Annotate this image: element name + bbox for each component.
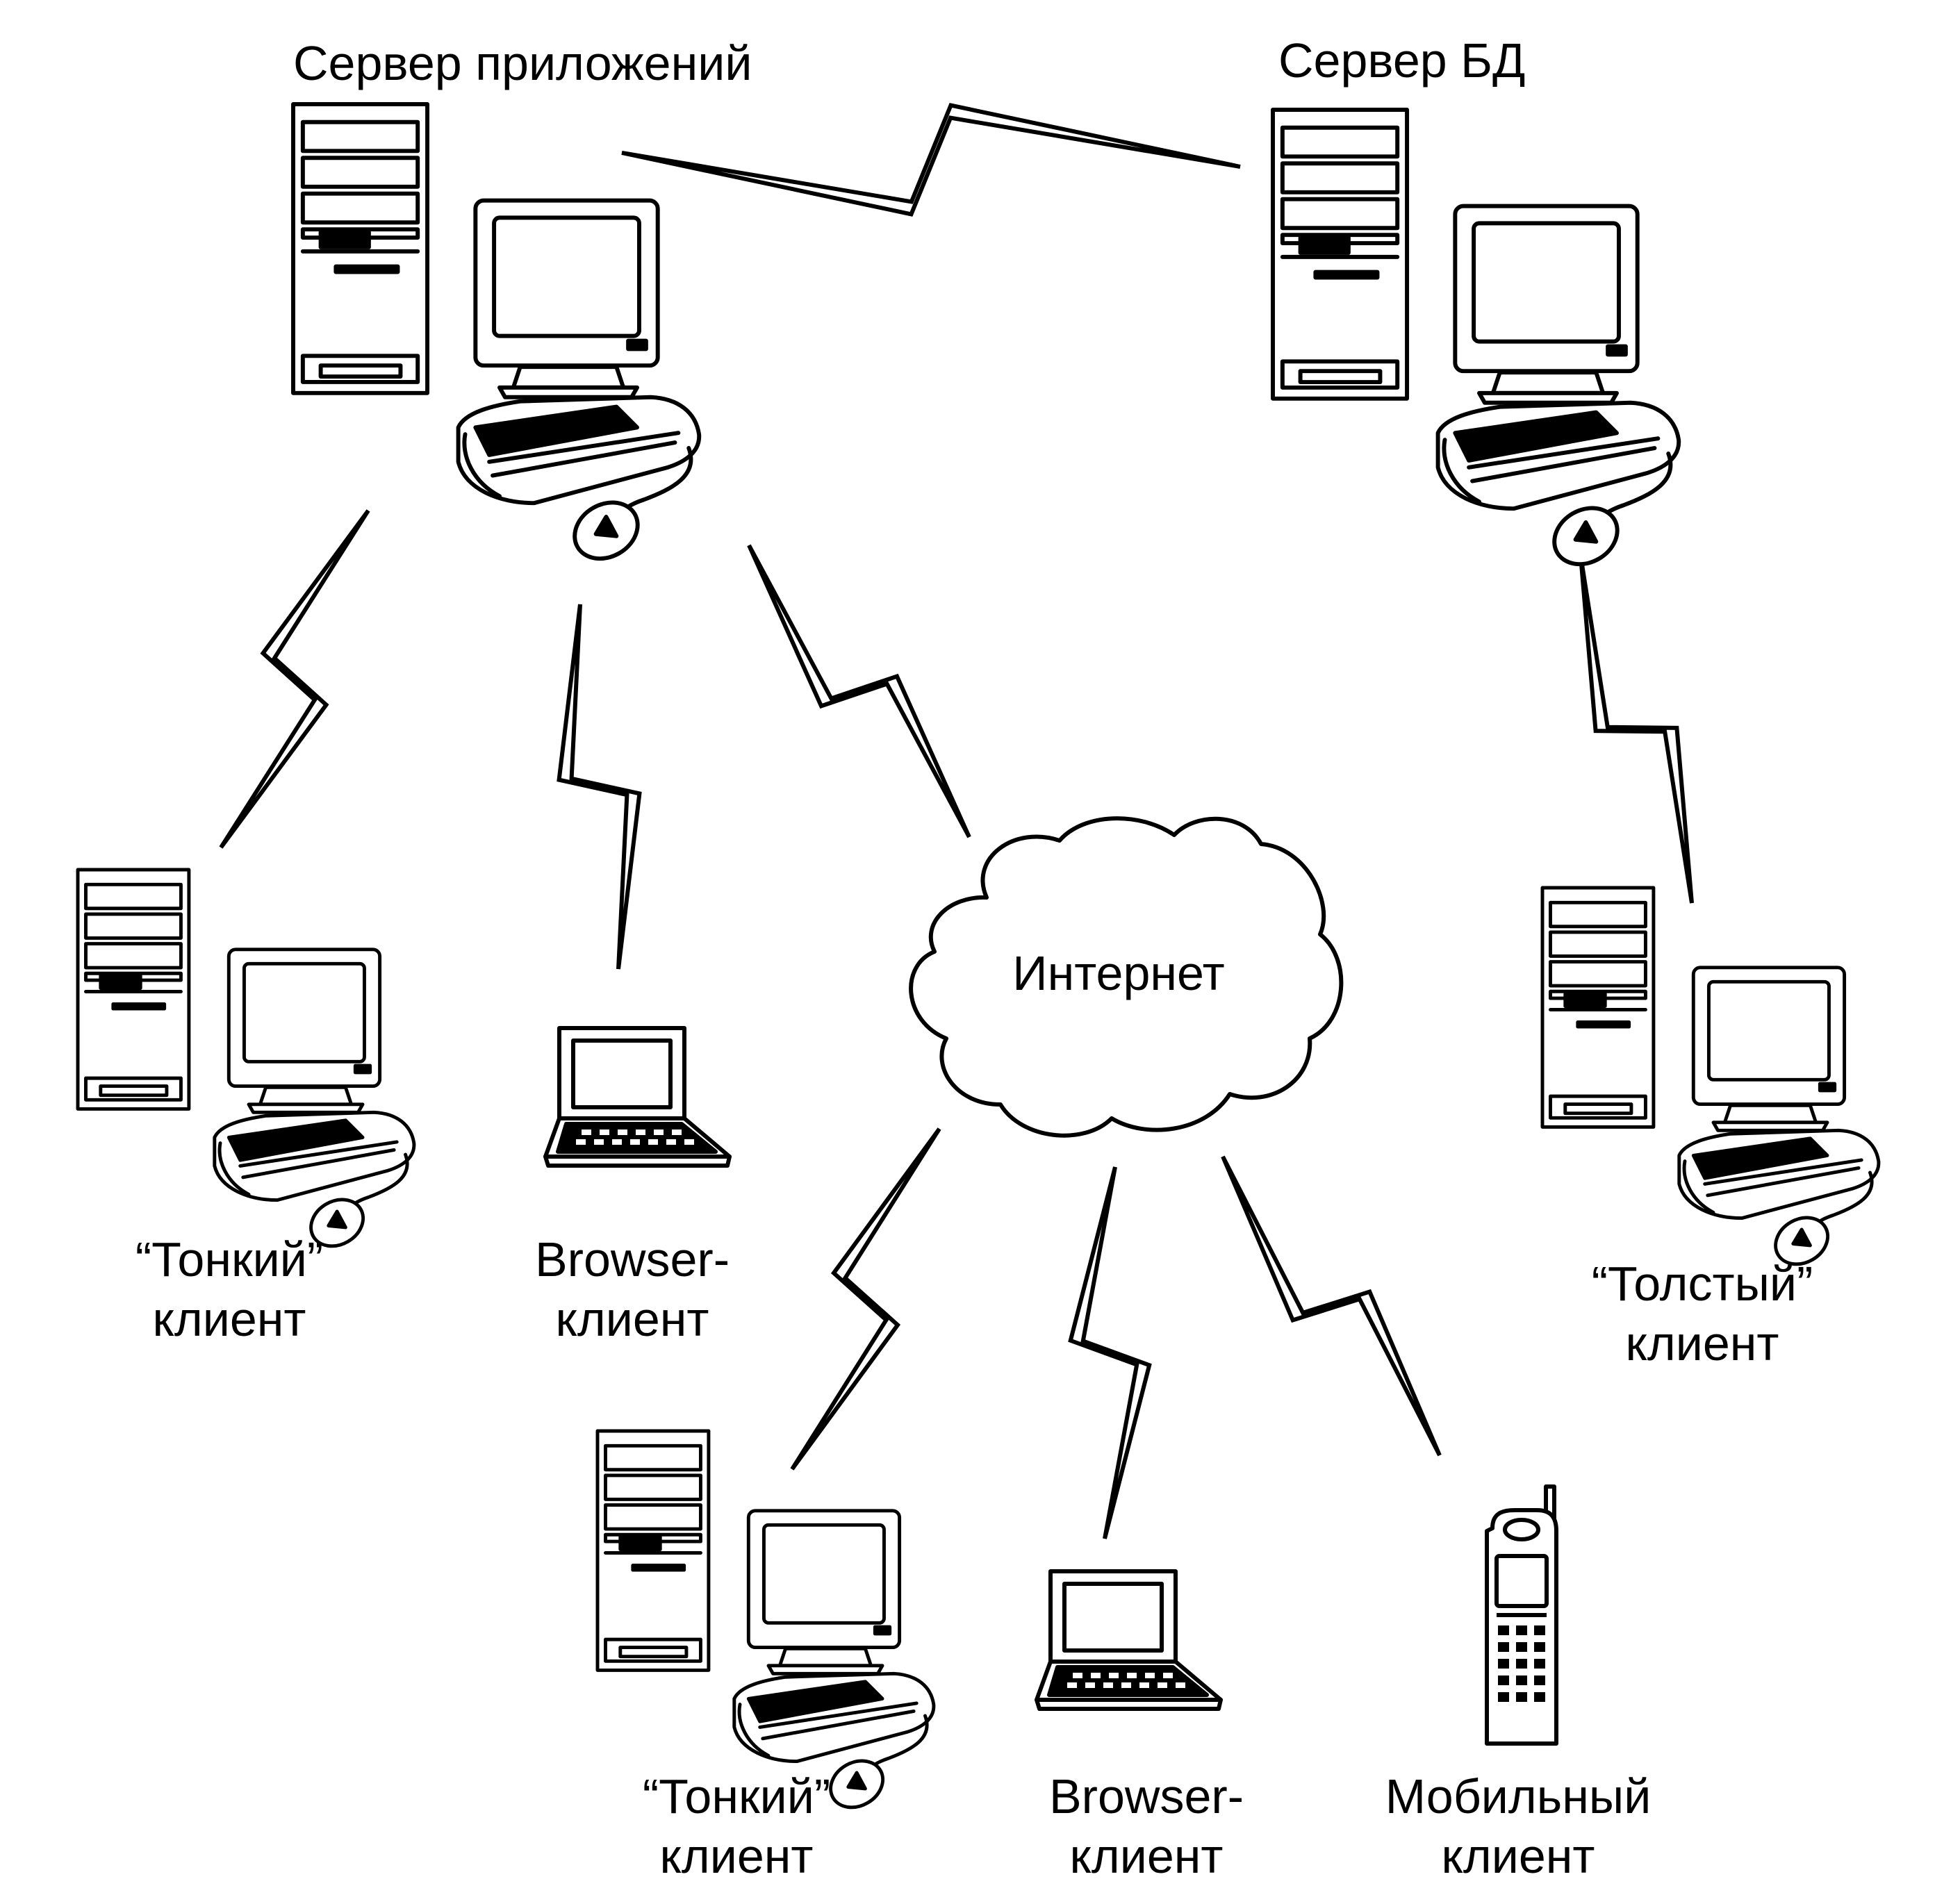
app-server-label: Сервер приложений: [293, 36, 752, 90]
link-internet-to-thin-client-bottom: [790, 1127, 941, 1471]
mobile-client-phone-icon: [1487, 1487, 1556, 1744]
browser-client-bottom-laptop-icon: [1037, 1571, 1221, 1709]
thin-client-bottom-label-line1: “Тонкий”: [642, 1769, 831, 1823]
fat-client-label-line1: “Толстый”: [1591, 1257, 1813, 1311]
fat-client-label: “Толстый” клиент: [1556, 1254, 1848, 1373]
db-server-label: Сервер БД: [1278, 33, 1526, 88]
mobile-client-label-line1: Мобильный: [1385, 1769, 1652, 1823]
thin-client-bottom-label-line2: клиент: [659, 1829, 814, 1883]
app-server-computer-icon: [293, 104, 699, 570]
thin-client-bottom-computer-icon: [598, 1431, 934, 1817]
link-app-server-to-thin-client-left: [219, 509, 370, 849]
fat-client-label-line2: клиент: [1625, 1316, 1779, 1371]
link-app-server-to-internet: [747, 544, 971, 838]
thin-client-left-label-line2: клиент: [152, 1292, 306, 1346]
browser-client-left-label-line1: Browser-: [534, 1232, 730, 1286]
thin-client-bottom-label: “Тонкий” клиент: [598, 1766, 875, 1886]
internet-cloud-icon: [909, 816, 1344, 1138]
thin-client-left-computer-icon: [78, 870, 414, 1255]
browser-client-left-laptop-icon: [545, 1028, 730, 1166]
browser-client-bottom-label: Browser- клиент: [1007, 1766, 1285, 1886]
link-app-server-to-db-server: [621, 103, 1241, 217]
thin-client-left-label-line1: “Тонкий”: [135, 1232, 324, 1286]
fat-client-computer-icon: [1542, 888, 1879, 1273]
db-server-computer-icon: [1273, 110, 1679, 575]
link-app-server-to-browser-client: [557, 604, 642, 970]
browser-client-left-label: Browser- клиент: [493, 1230, 771, 1349]
link-db-server-to-fat-client: [1579, 555, 1694, 904]
thin-client-left-label: “Тонкий” клиент: [90, 1230, 368, 1349]
mobile-client-label: Мобильный клиент: [1365, 1766, 1671, 1886]
internet-label: Интернет: [1012, 946, 1225, 1000]
link-internet-to-mobile-client: [1221, 1155, 1442, 1457]
browser-client-bottom-label-line2: клиент: [1069, 1829, 1224, 1883]
link-internet-to-browser-client: [1068, 1166, 1152, 1539]
browser-client-left-label-line2: клиент: [555, 1292, 709, 1346]
browser-client-bottom-label-line1: Browser-: [1048, 1769, 1244, 1823]
mobile-client-label-line2: клиент: [1441, 1829, 1595, 1883]
